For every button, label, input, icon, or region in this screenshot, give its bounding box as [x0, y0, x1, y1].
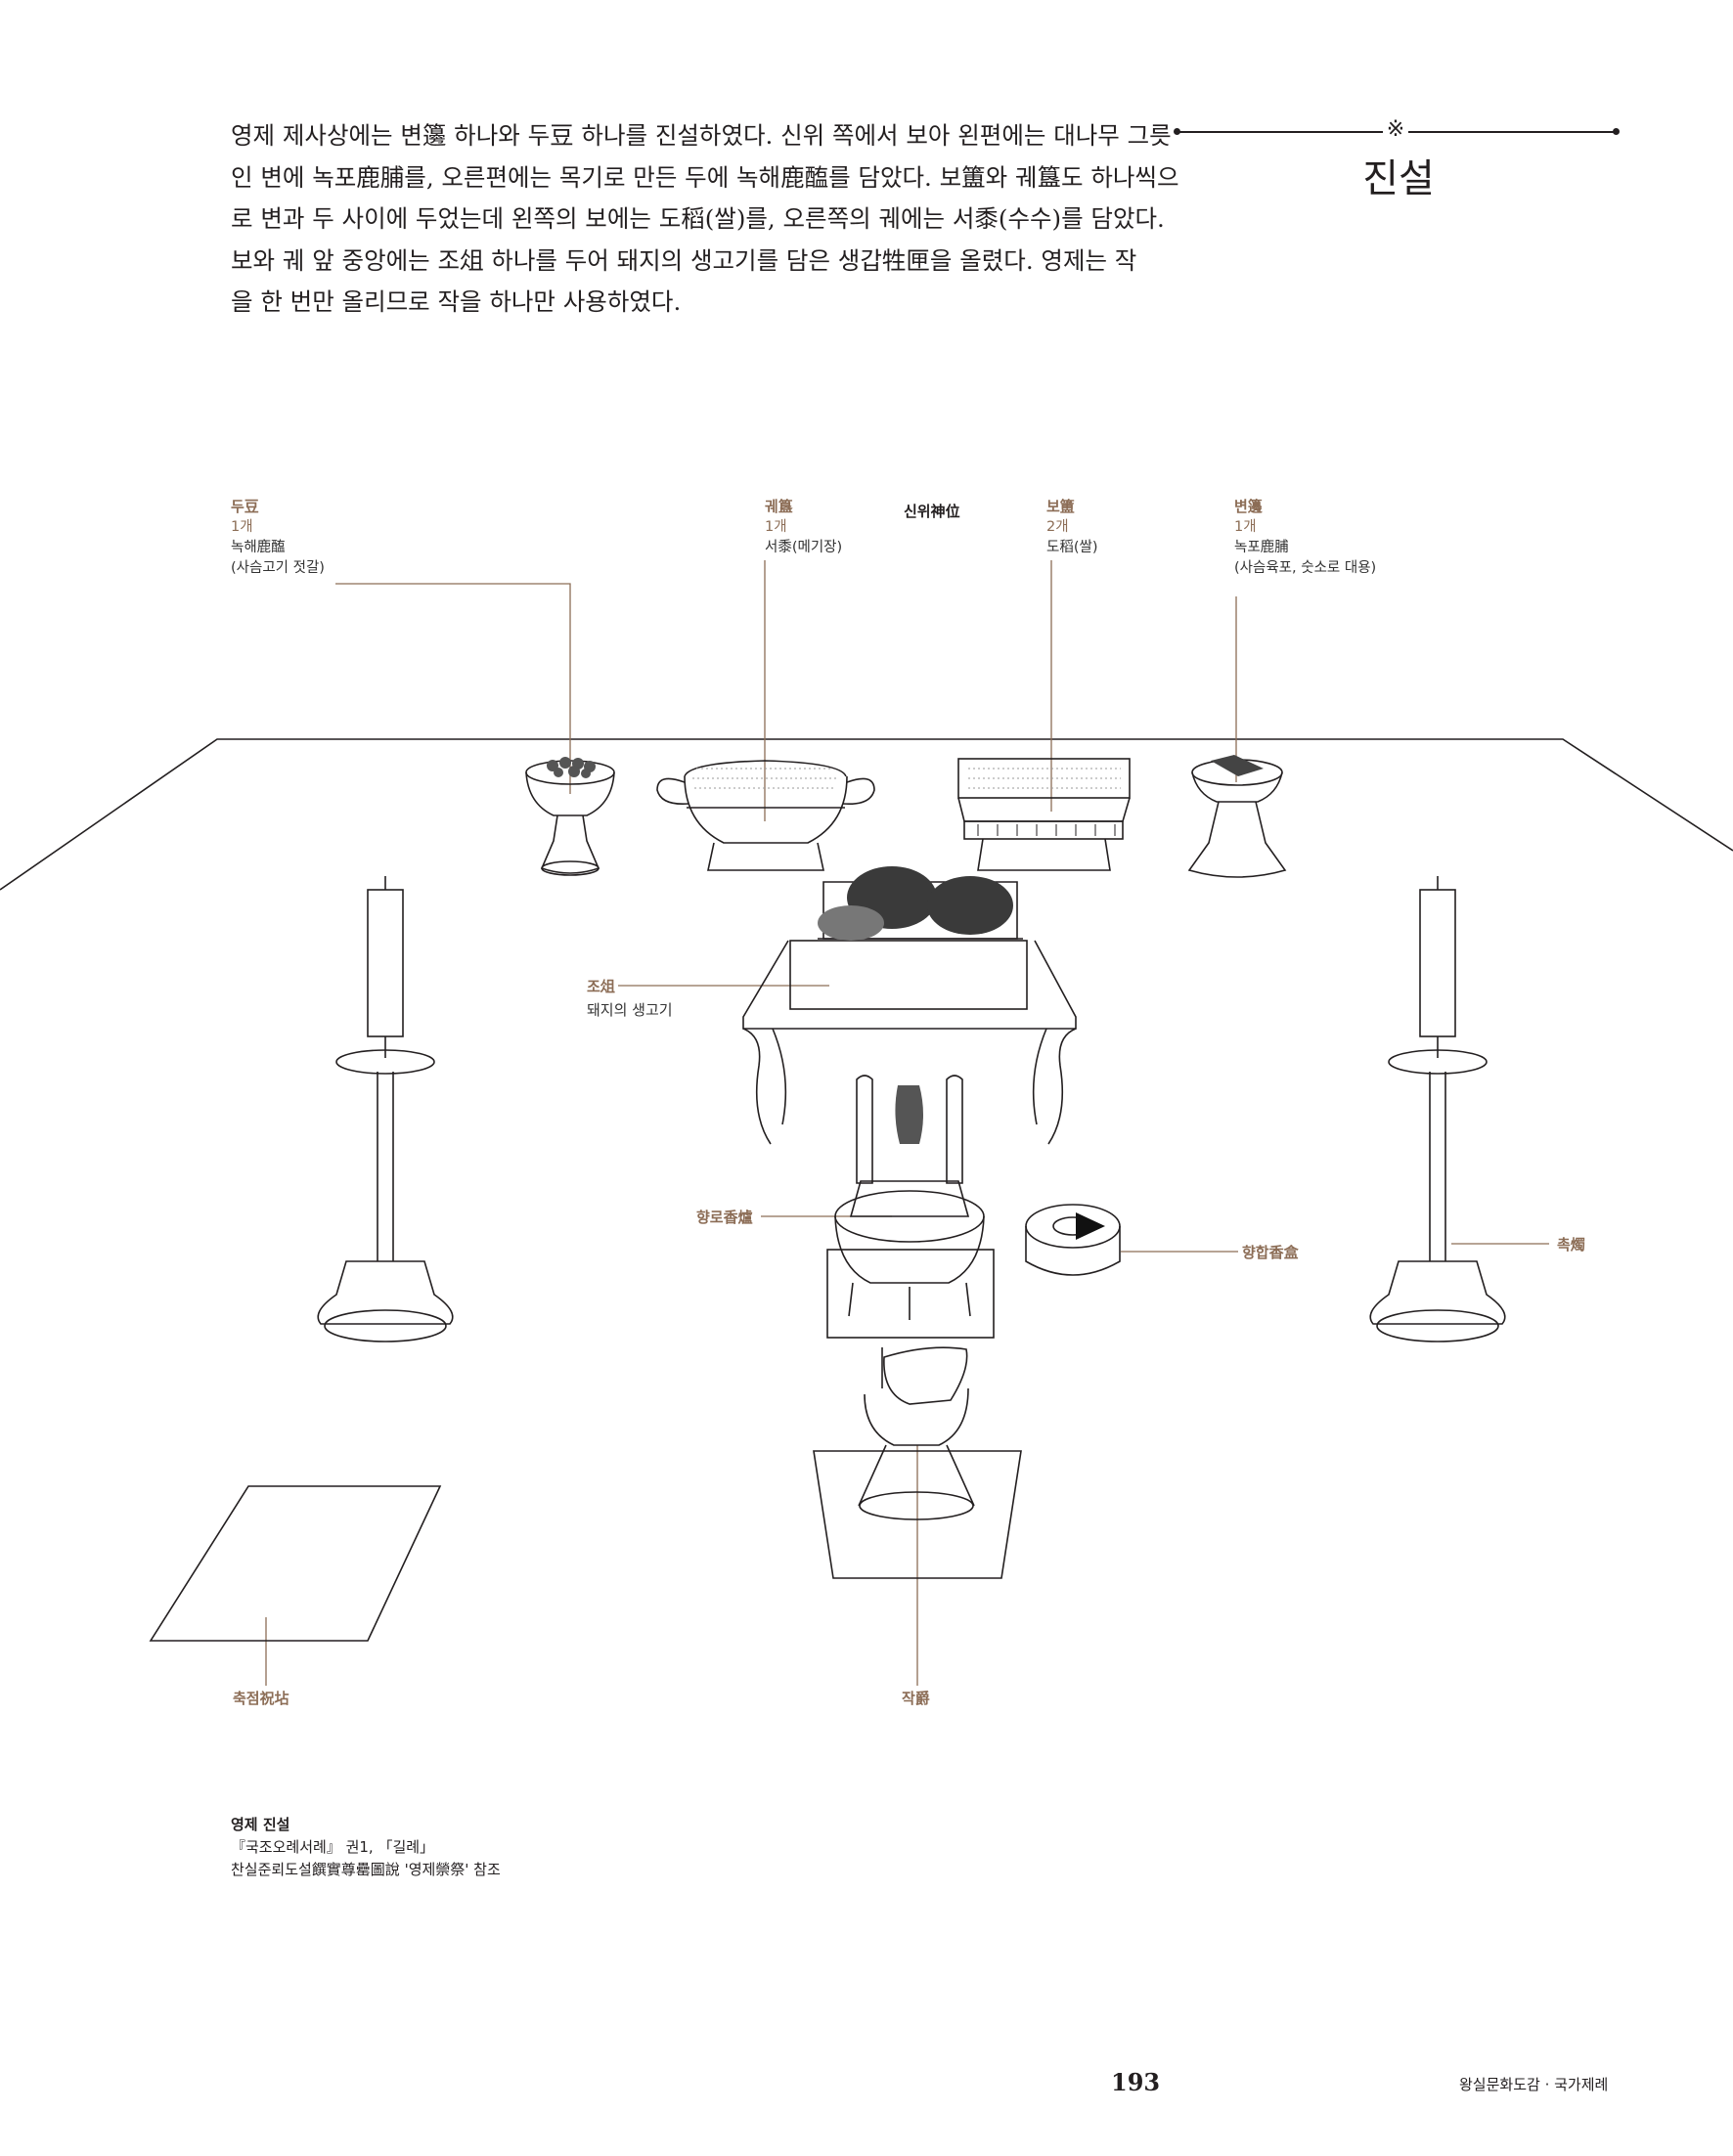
label-du-desc: (사슴고기 젓갈)	[231, 560, 325, 576]
label-du-name: 두豆	[231, 498, 259, 515]
jak-vessel	[813, 1346, 1022, 1579]
label-byeon-name: 변籩	[1234, 498, 1263, 515]
intro-line: 보와 궤 앞 중앙에는 조俎 하나를 두어 돼지의 생고기를 담은 생갑牲匣을 …	[231, 245, 1137, 275]
candlestick-right	[1369, 876, 1506, 1342]
label-byeon-count: 1개	[1234, 519, 1257, 535]
caption-reference: 찬실준뢰도설饌實尊罍圖說 '영제禜祭' 참조	[231, 1861, 501, 1878]
caption-source: 『국조오례서례』 권1, 「길례」	[231, 1838, 435, 1856]
label-hyangro: 향로香爐	[696, 1209, 753, 1226]
label-shinwi: 신위神位	[904, 503, 960, 520]
label-bo-count: 2개	[1046, 519, 1069, 535]
label-bo-desc: 도稻(쌀)	[1046, 540, 1098, 555]
label-du: 두豆 1개 녹해鹿醢 (사슴고기 젓갈)	[231, 497, 325, 579]
intro-line: 을 한 번만 올리므로 작을 하나만 사용하였다.	[231, 287, 682, 316]
intro-line: 영제 제사상에는 변籩 하나와 두豆 하나를 진설하였다. 신위 쪽에서 보아 …	[231, 121, 1172, 150]
label-byeon-desc: 녹포鹿脯	[1234, 540, 1289, 555]
label-hyanghap: 향합香盒	[1242, 1244, 1299, 1261]
label-chok: 촉燭	[1557, 1236, 1585, 1254]
label-bo-name: 보簠	[1046, 498, 1075, 515]
label-chukjeom: 축점祝坫	[233, 1690, 289, 1707]
section-title: 진설	[1362, 156, 1435, 201]
candlestick-left	[317, 876, 454, 1342]
table-outline	[0, 738, 1733, 891]
label-gwe-count: 1개	[765, 519, 787, 535]
caption-title: 영제 진설	[231, 1816, 290, 1833]
intro-line: 인 변에 녹포鹿脯를, 오른편에는 목기로 만든 두에 녹해鹿醢를 담았다. 보…	[231, 162, 1179, 192]
label-jo: 조俎	[587, 978, 615, 995]
gwe-vessel	[656, 760, 875, 871]
label-bo: 보簠 2개 도稻(쌀)	[1046, 497, 1098, 558]
label-jo-desc: 돼지의 생고기	[587, 1001, 673, 1019]
page-number: 193	[1111, 2068, 1161, 2096]
jo-table	[742, 866, 1077, 1145]
running-title: 왕실문화도감 · 국가제례	[1459, 2076, 1609, 2093]
label-gwe-name: 궤簋	[765, 498, 793, 515]
ornament-icon: ※	[1383, 117, 1408, 143]
byeon-vessel	[1187, 755, 1287, 878]
intro-line: 로 변과 두 사이에 두었는데 왼쪽의 보에는 도稻(쌀)를, 오른쪽의 궤에는…	[231, 204, 1165, 233]
figure-caption: 영제 진설 『국조오례서례』 권1, 「길례」 찬실준뢰도설饌實尊罍圖說 '영제…	[231, 1814, 501, 1881]
label-du-count: 1개	[231, 519, 253, 535]
du-vessel	[525, 757, 615, 876]
label-jak: 작爵	[902, 1690, 930, 1707]
label-byeon-desc: (사슴육포, 숫소로 대용)	[1234, 560, 1377, 576]
intro-paragraph: 영제 제사상에는 변籩 하나와 두豆 하나를 진설하였다. 신위 쪽에서 보아 …	[231, 115, 1179, 324]
bo-vessel	[957, 758, 1131, 871]
hyanghap-box	[1025, 1204, 1121, 1276]
label-gwe-desc: 서黍(메기장)	[765, 540, 843, 555]
label-du-desc: 녹해鹿醢	[231, 540, 286, 555]
hyangro-vessel	[826, 1075, 995, 1339]
label-byeon: 변籩 1개 녹포鹿脯 (사슴육포, 숫소로 대용)	[1234, 497, 1376, 579]
chukjeom-board	[149, 1485, 442, 1642]
label-gwe: 궤簋 1개 서黍(메기장)	[765, 497, 842, 558]
